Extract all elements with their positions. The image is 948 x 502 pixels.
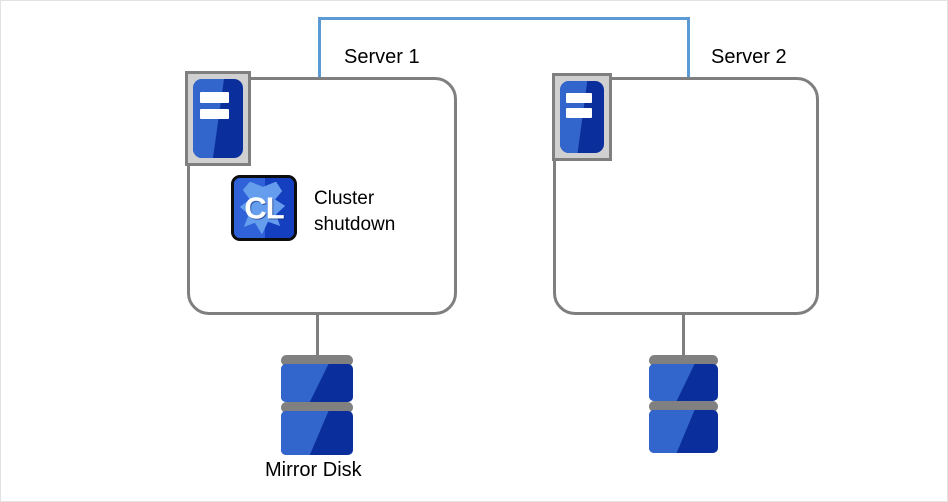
server-icon-body — [560, 81, 604, 153]
server-2-disk-connector — [682, 315, 685, 360]
server-1-machine-icon[interactable] — [185, 71, 251, 166]
server-2-label: Server 2 — [711, 46, 787, 68]
disk-plate-top — [649, 355, 718, 366]
server-1-disk[interactable] — [281, 355, 353, 461]
disk-plate-middle — [649, 401, 718, 412]
disk-block-bottom — [281, 411, 353, 455]
server-icon-bar-bottom — [566, 108, 592, 118]
cluster-link-right-segment — [687, 17, 690, 77]
server-1-label: Server 1 — [344, 46, 420, 68]
server-1-disk-connector — [316, 315, 319, 360]
server-icon-bar-bottom — [200, 109, 229, 120]
server-2-disk[interactable] — [649, 355, 718, 459]
disk-block-bottom — [649, 410, 718, 453]
mirror-disk-label: Mirror Disk — [265, 459, 362, 481]
cl-icon-text: CL — [244, 190, 284, 226]
disk-plate-middle — [281, 402, 353, 413]
cluster-shutdown-icon[interactable]: CL — [231, 175, 297, 241]
server-icon-bar-top — [566, 93, 592, 103]
disk-block-top — [649, 364, 718, 401]
disk-block-top — [281, 364, 353, 402]
cluster-link-top-segment — [318, 17, 690, 20]
server-2-machine-icon[interactable] — [552, 73, 612, 161]
server-icon-bar-top — [200, 92, 229, 103]
disk-plate-top — [281, 355, 353, 366]
cluster-link-left-segment — [318, 17, 321, 77]
cluster-shutdown-label: Cluster shutdown — [314, 188, 396, 235]
server-icon-body — [193, 79, 243, 158]
